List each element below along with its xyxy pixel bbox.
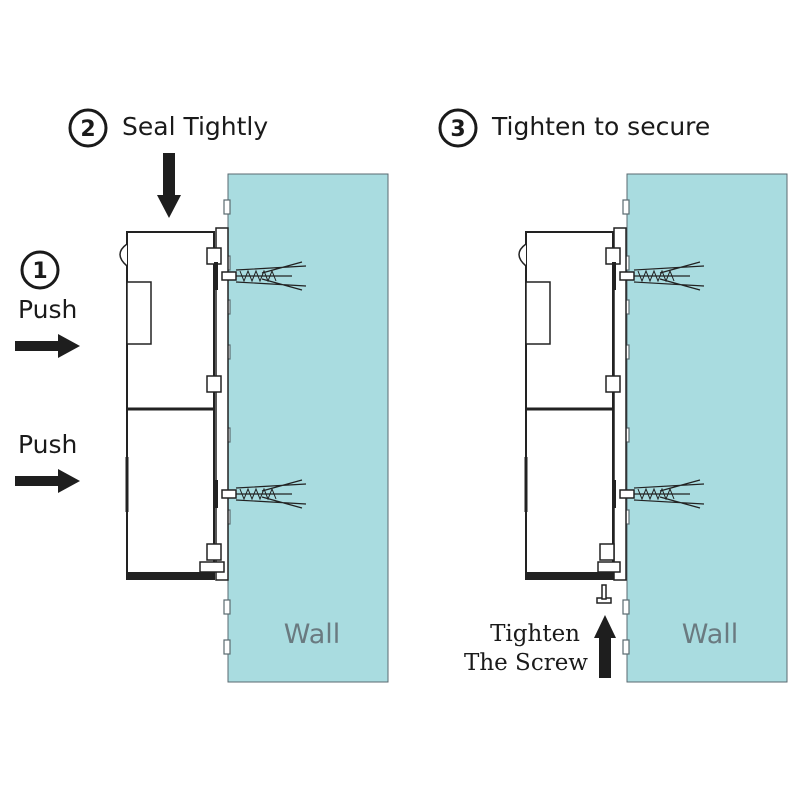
push-top-label: Push [18, 295, 77, 324]
screw-note-line1: Tighten [490, 621, 580, 647]
step1-circle [20, 250, 60, 290]
right-diagram: 3 Tighten to secure [438, 108, 788, 683]
step3-circle [438, 108, 478, 148]
step1-number: 1 [32, 259, 47, 284]
step2-label: Seal Tightly [122, 112, 268, 141]
wall-label-left: Wall [284, 619, 341, 650]
wall-left [227, 173, 389, 683]
step2-circle [68, 108, 108, 148]
left-diagram: 2 Seal Tightly 1 Push Push [15, 108, 389, 683]
seal-down-arrow-icon [157, 153, 181, 218]
step2-number: 2 [80, 117, 95, 142]
step3-label: Tighten to secure [491, 112, 710, 141]
wall-right [626, 173, 788, 683]
device-left [119, 231, 225, 580]
bottom-screw-icon [596, 584, 612, 604]
push-bottom-label: Push [18, 430, 77, 459]
device-right [518, 231, 621, 580]
push-bottom-arrow-icon [15, 469, 80, 493]
screw-anchor-top-left-icon [214, 261, 307, 291]
step3-number: 3 [450, 117, 465, 142]
screw-note-line2: The Screw [464, 650, 588, 676]
tighten-up-arrow-icon [594, 615, 616, 678]
screw-anchor-bottom-left-icon [214, 479, 307, 509]
wall-label-right: Wall [682, 619, 739, 650]
push-top-arrow-icon [15, 334, 80, 358]
screw-anchor-top-right-icon [612, 261, 705, 291]
screw-anchor-bottom-right-icon [612, 479, 705, 509]
